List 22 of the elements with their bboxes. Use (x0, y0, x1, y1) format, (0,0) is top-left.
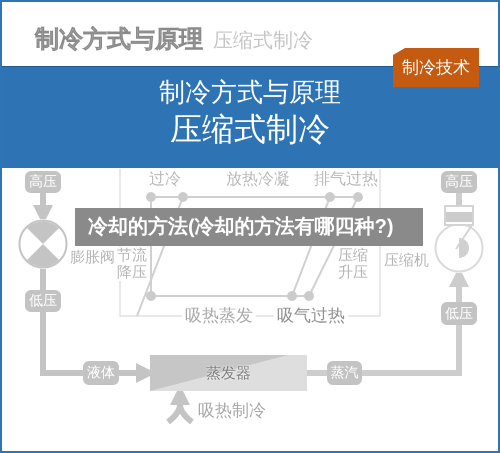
label-pill: 低压 (441, 302, 477, 325)
connector-line (362, 325, 462, 376)
connector-line (40, 269, 46, 290)
title: 制冷方式与原理 (35, 25, 203, 55)
subtitle: 压缩式制冷 (213, 29, 313, 53)
label-pill: 低压 (25, 290, 61, 312)
label-pill: 高压 (25, 171, 61, 193)
symbol-label: 压缩机 (384, 252, 429, 270)
symbol-label: 膨胀阀 (70, 249, 115, 267)
connector-line (40, 312, 83, 376)
valve-symbol (18, 219, 68, 269)
banner-subheading: 压缩式制冷 (170, 110, 330, 149)
banner-heading: 制冷方式与原理 (159, 76, 341, 109)
label-pill: 高压 (441, 171, 477, 193)
connector-line (307, 370, 327, 376)
evaporator-box: 蒸发器 (150, 355, 307, 391)
connector-line (456, 193, 462, 205)
label-pill: 液体 (83, 361, 119, 385)
edge-label: 吸热制冷 (198, 401, 266, 421)
label-pill: 蒸汽 (327, 361, 362, 385)
category-tag: 制冷技术 (393, 48, 479, 87)
compressor-symbol (434, 205, 484, 273)
